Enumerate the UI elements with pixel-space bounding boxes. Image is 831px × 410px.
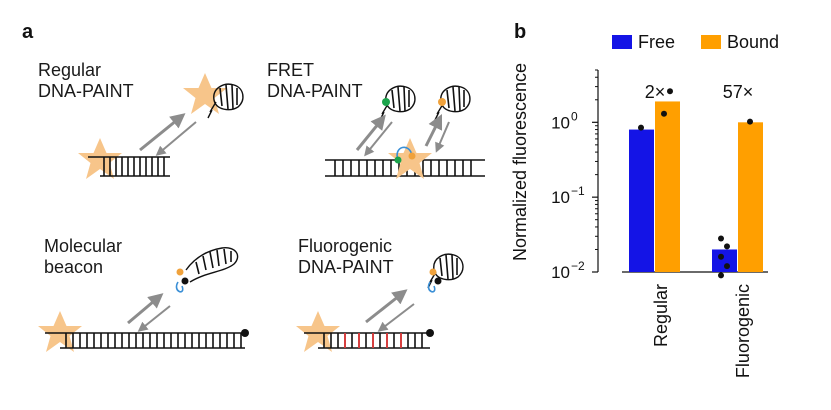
beacon-scheme	[38, 247, 249, 352]
y-tick-exponent: 0	[571, 109, 578, 123]
donor-dot	[394, 156, 402, 164]
data-points	[638, 88, 753, 279]
x-tick-fluorogenic: Fluorogenic	[733, 284, 753, 378]
bar-free-regular	[629, 129, 654, 272]
quencher-dot	[181, 277, 189, 285]
legend-free-swatch	[612, 35, 632, 49]
scheme-beacon-label: Molecular beacon	[44, 236, 122, 278]
hairpin-probe	[185, 247, 239, 283]
scheme-fluorogenic-label: Fluorogenic DNA-PAINT	[298, 236, 394, 278]
data-point	[638, 124, 644, 131]
annotation-fluorogenic-ratio: 57×	[723, 82, 754, 102]
scheme-fret-line1: FRET	[267, 60, 314, 80]
scheme-beacon-line1: Molecular	[44, 236, 123, 256]
unbinding-arrow	[155, 121, 197, 156]
panel-b-letter: b	[514, 21, 527, 43]
y-tick-label: 10	[551, 113, 570, 132]
quencher-dot	[434, 277, 442, 285]
binding-arrow	[139, 113, 186, 152]
data-point	[667, 88, 673, 95]
data-point	[724, 243, 730, 250]
scheme-regular-line2: DNA-PAINT	[38, 81, 134, 101]
data-point	[718, 253, 724, 260]
bar-bound-regular	[655, 101, 680, 272]
data-point	[747, 118, 753, 125]
scheme-fluorogenic-line2: DNA-PAINT	[298, 257, 394, 277]
bar-free-fluorogenic	[712, 249, 737, 272]
quencher-dot	[426, 329, 434, 337]
fluorogenic-scheme	[296, 253, 464, 352]
y-tick-label: 10	[551, 188, 570, 207]
fluorophore-dot	[176, 268, 184, 276]
bar-bound-fluorogenic	[738, 122, 763, 273]
y-tick-exponent: −2	[571, 259, 585, 273]
data-point	[718, 272, 724, 279]
data-point	[718, 235, 724, 242]
panel-a-schematic	[38, 73, 485, 352]
data-point	[724, 263, 730, 270]
scheme-fluorogenic-line1: Fluorogenic	[298, 236, 393, 256]
annotation-regular-ratio: 2×	[645, 82, 666, 102]
scheme-regular-line1: Regular	[38, 60, 102, 80]
donor-dot	[382, 98, 390, 106]
acceptor-dot	[438, 98, 446, 106]
legend-free-label: Free	[638, 32, 675, 52]
y-tick-label: 10	[551, 263, 570, 282]
fluorophore-dot	[429, 268, 437, 276]
y-tick-exponent: −1	[571, 184, 585, 198]
acceptor-dot	[408, 152, 416, 160]
fret-scheme	[325, 85, 485, 179]
scheme-fret-line2: DNA-PAINT	[267, 81, 363, 101]
x-tick-regular: Regular	[651, 284, 671, 347]
quencher-dot	[241, 329, 249, 337]
legend-bound-swatch	[701, 35, 721, 49]
scheme-fret-label: FRET DNA-PAINT	[267, 60, 363, 102]
regular-scheme	[78, 73, 244, 179]
panel-a-letter: a	[22, 21, 34, 43]
scheme-regular-label: Regular DNA-PAINT	[38, 60, 134, 102]
scheme-beacon-line2: beacon	[44, 257, 104, 277]
y-axis-label: Normalized fluorescence	[510, 63, 530, 261]
legend-bound-label: Bound	[727, 32, 779, 52]
bars	[629, 101, 763, 273]
data-point	[661, 110, 667, 117]
